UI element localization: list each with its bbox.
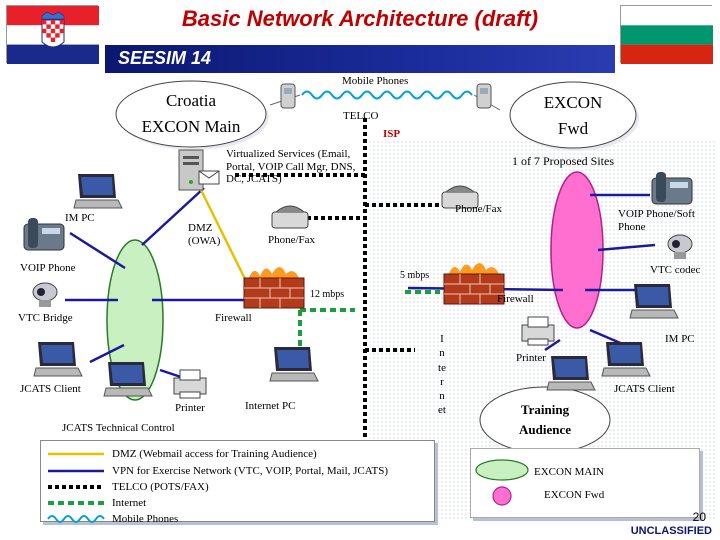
jcats-client-left-label: JCATS Client (20, 383, 81, 395)
voip-soft-phone-label: VOIP Phone/Soft Phone (618, 208, 695, 233)
croatia-line2: EXCON Main (141, 117, 241, 137)
firewall-icon (243, 267, 305, 309)
excon-fwd-ellipse (509, 81, 637, 149)
mobile-phone-left-icon (280, 83, 296, 109)
im-pc-left-label: IM PC (65, 212, 95, 224)
legend-label-vpn: VPN for Exercise Network (VTC, VOIP, Por… (112, 465, 388, 477)
laptop-icon (33, 342, 83, 377)
site-key-main-swatch (475, 459, 529, 481)
site-key-swatches (475, 459, 529, 506)
mobile-coil-line (301, 90, 473, 100)
internet-pc-label: Internet PC (245, 400, 296, 412)
laptop-icon (601, 342, 651, 377)
printer-icon (521, 316, 555, 346)
laptop-icon (73, 174, 123, 209)
legend-label-mobile: Mobile Phones (112, 513, 179, 525)
subtitle-banner (105, 45, 615, 73)
site-key-box (470, 448, 700, 518)
vtc-bridge-label: VTC Bridge (18, 312, 73, 324)
phone-fax-right-label: Phone/Fax (455, 203, 503, 215)
laptop-icon (269, 347, 319, 382)
printer-icon (173, 369, 207, 399)
classification-label: UNCLASSIFIED (630, 525, 712, 537)
internet-vertical-label: Internet (438, 333, 446, 417)
dmz-owa-label: DMZ (OWA) (188, 222, 221, 247)
training-ellipse-label: Training Audience (500, 400, 590, 439)
training-line2: Audience (519, 421, 571, 437)
phone-fax-left-label: Phone/Fax (268, 234, 316, 246)
virtualized-services-label: Virtualized Services (Email, Portal, VOI… (226, 148, 356, 186)
excon-fwd-line1: EXCON (543, 93, 603, 112)
internet-lines (298, 290, 440, 348)
voip-phone-icon (651, 172, 693, 205)
bulgaria-flag (620, 5, 713, 64)
voip-phone-icon (23, 218, 65, 251)
fax-phone-icon (441, 185, 479, 209)
legend-label-dmz: DMZ (Webmail access for Training Audienc… (112, 448, 317, 460)
site-key-fwd-swatch (492, 486, 512, 506)
legend-box (40, 440, 435, 522)
excon-main-zone (106, 239, 164, 401)
slide-title: Basic Network Architecture (draft) (181, 6, 539, 31)
croatia-ellipse-label: Croatia EXCON Main (126, 88, 256, 141)
croatia-line1: Croatia (165, 91, 217, 110)
page-number: 20 (692, 510, 706, 524)
isp-label: ISP (383, 128, 401, 140)
printer-right-label: Printer (516, 352, 546, 364)
training-line1: Training (520, 402, 570, 417)
legend-label-telco: TELCO (POTS/FAX) (112, 481, 209, 493)
laptop-icon (546, 356, 596, 391)
croatia-flag (6, 5, 99, 64)
laptop-icon (103, 362, 153, 397)
camera-icon (667, 234, 693, 259)
laptop-icon (629, 284, 679, 319)
camera-icon (32, 282, 58, 307)
vtc-codec-label: VTC codec (650, 264, 701, 276)
croatia-excon-main-ellipse (115, 80, 267, 148)
voip-phone-label: VOIP Phone (20, 262, 76, 274)
excon-fwd-line2: Fwd (557, 119, 589, 139)
legend-label-internet: Internet (112, 497, 147, 509)
email-icon (198, 170, 220, 185)
jcats-tech-control-label: JCATS Technical Control (62, 422, 175, 434)
telco-label: TELCO (343, 110, 379, 122)
printer-left-label: Printer (175, 402, 205, 414)
firewall-right-label: Firewall (497, 293, 534, 305)
telco-lines (235, 118, 450, 455)
mobile-phone-right-icon (476, 83, 492, 109)
legend-swatch-mobile (47, 515, 105, 523)
site-key-fwd-label: EXCON Fwd (544, 489, 605, 501)
legend-swatches (47, 452, 105, 523)
jcats-client-right-label: JCATS Client (614, 383, 675, 395)
firewall-icon (443, 263, 505, 305)
fax-phone-icon (271, 205, 309, 229)
slide-subtitle: SEESIM 14 (118, 48, 212, 68)
proposed-sites-label: 1 of 7 Proposed Sites (512, 154, 614, 168)
site-key-main-label: EXCON MAIN (534, 466, 604, 478)
mobile-phones-label: Mobile Phones (342, 75, 409, 87)
twelve-mbps-label: 12 mbps (310, 289, 345, 300)
five-mbps-label: 5 mbps (400, 270, 430, 281)
dmz-line (198, 187, 250, 286)
im-pc-right-label: IM PC (665, 333, 695, 345)
excon-fwd-ellipse-label: EXCON Fwd (520, 90, 626, 143)
firewall-left-label: Firewall (215, 312, 252, 324)
